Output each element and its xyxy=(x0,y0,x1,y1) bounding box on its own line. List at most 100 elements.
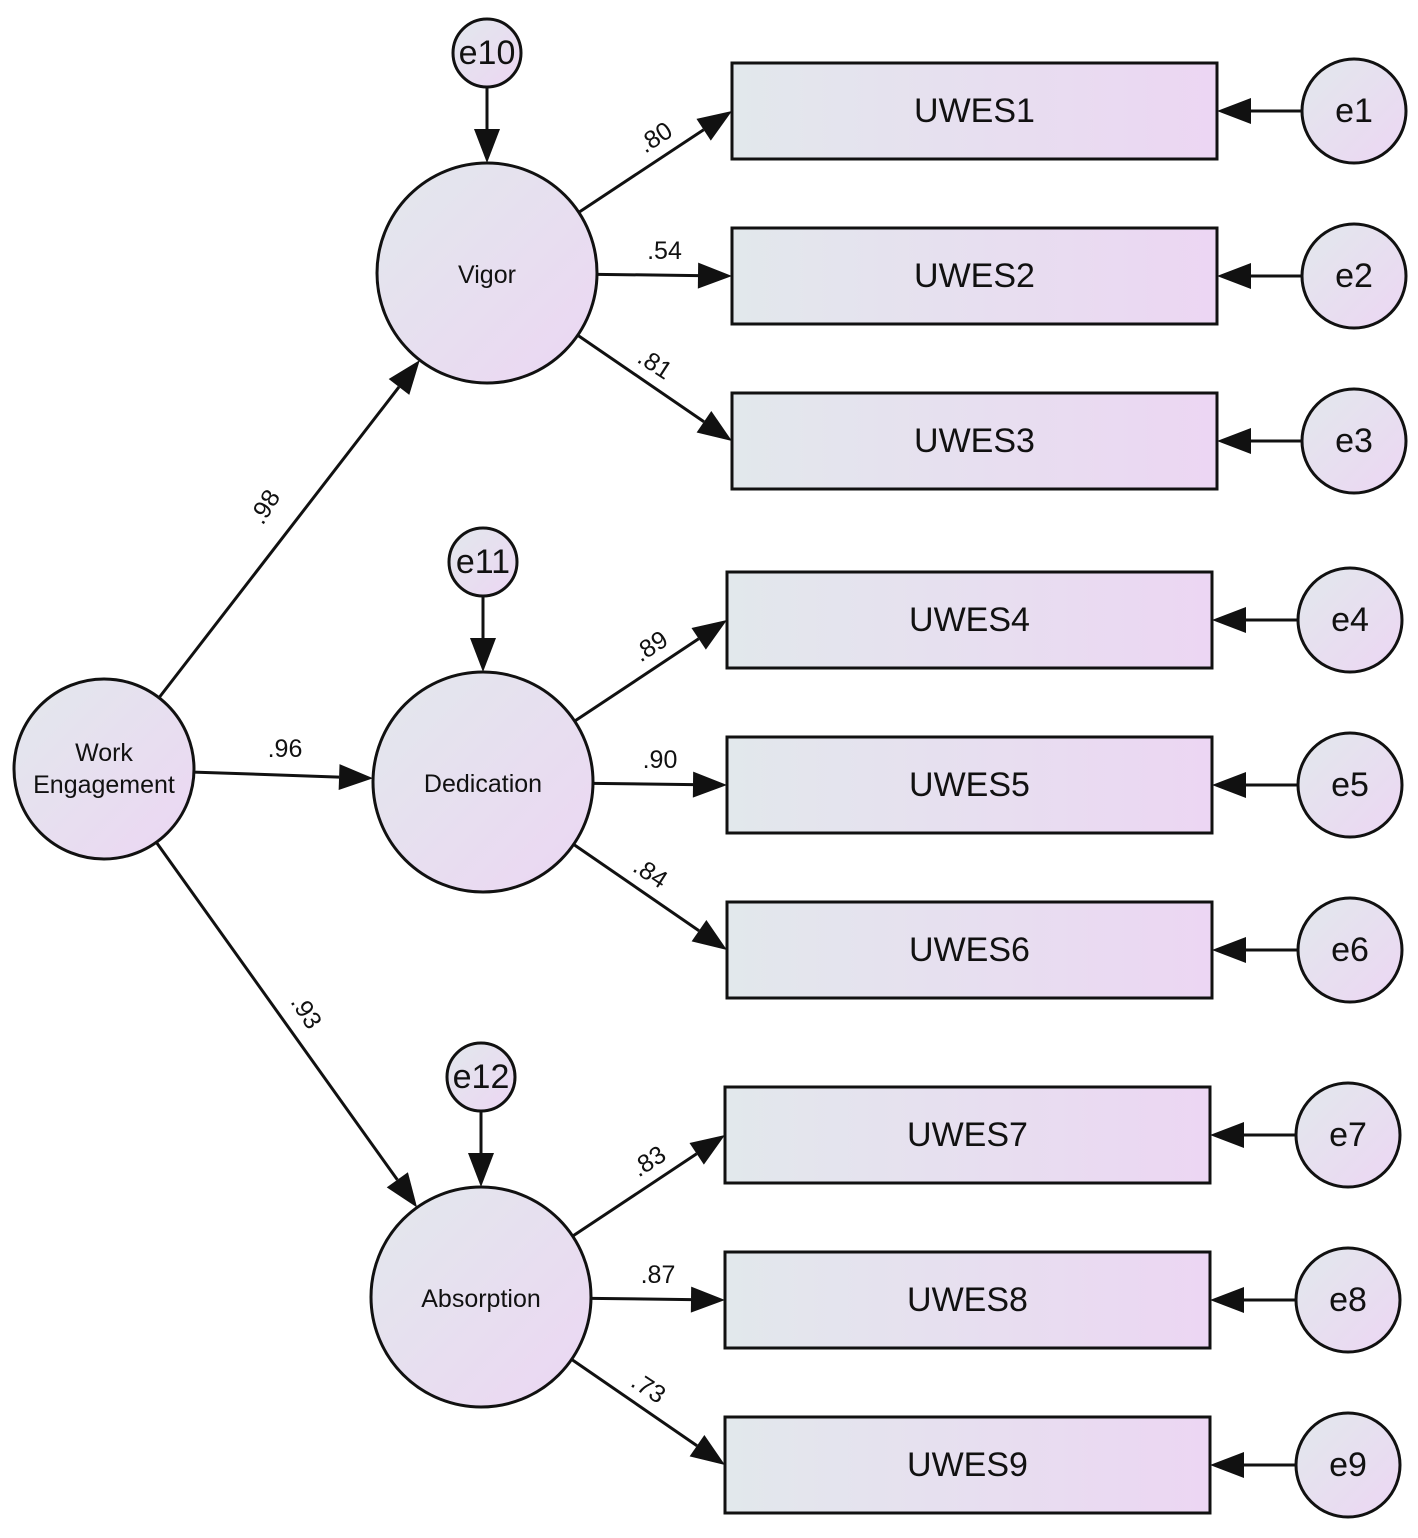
path-vigor-to-uwes1-head xyxy=(696,111,732,141)
loading-label-vigor: .98 xyxy=(244,485,286,529)
path-dedication-to-uwes4-head xyxy=(691,620,727,650)
indicator-label-uwes1: UWES1 xyxy=(914,92,1035,130)
factor-node-vigor: Vigor xyxy=(375,161,599,385)
error-circle-e2 xyxy=(1300,222,1408,330)
error-node-e2: e2 xyxy=(1300,222,1408,330)
error-label-e10: e10 xyxy=(459,34,516,72)
error-node-e9: e9 xyxy=(1294,1411,1402,1519)
error-node-e5: e5 xyxy=(1296,731,1404,839)
path-absorption-to-uwes9 xyxy=(570,1358,725,1465)
path-e9-to-uwes9 xyxy=(1210,1452,1297,1478)
path-e4-to-uwes4-head xyxy=(1212,607,1246,633)
path-layer xyxy=(155,87,1303,1478)
path-e11-to-dedication xyxy=(470,596,496,672)
factor-node-absorption: Absorption xyxy=(369,1185,593,1409)
error-label-e5: e5 xyxy=(1331,766,1369,804)
path-e1-to-uwes1-head xyxy=(1217,98,1251,124)
indicator-uwes8: UWES8 xyxy=(723,1250,1212,1350)
error-node-e4: e4 xyxy=(1296,566,1404,674)
error-label-e2: e2 xyxy=(1335,257,1373,295)
error-circle-e10 xyxy=(451,17,523,89)
error-circle-e11 xyxy=(447,526,519,598)
path-dedication-to-uwes5-head xyxy=(692,771,727,798)
path-e4-to-uwes4 xyxy=(1212,607,1299,633)
factor-label-vigor: Vigor xyxy=(458,261,516,289)
error-circle-e6 xyxy=(1296,896,1404,1004)
path-e10-to-vigor xyxy=(474,87,500,163)
loading-label-absorption: .93 xyxy=(285,990,327,1034)
indicator-box-uwes2 xyxy=(730,226,1219,326)
path-dedication-to-uwes4-line xyxy=(573,637,700,723)
path-e2-to-uwes2-head xyxy=(1217,263,1251,289)
indicator-label-uwes9: UWES9 xyxy=(907,1446,1028,1484)
error-label-e11: e11 xyxy=(456,543,510,581)
indicator-uwes6: UWES6 xyxy=(725,900,1214,1000)
error-label-e8: e8 xyxy=(1329,1281,1367,1319)
indicator-box-uwes1 xyxy=(730,61,1219,161)
path-work-engagement-to-absorption-head xyxy=(386,1172,418,1208)
path-e11-to-dedication-head xyxy=(470,638,496,672)
indicator-label-uwes3: UWES3 xyxy=(914,422,1035,460)
path-e5-to-uwes5-head xyxy=(1212,772,1246,798)
path-e9-to-uwes9-head xyxy=(1210,1452,1244,1478)
indicator-box-uwes4 xyxy=(725,570,1214,670)
path-dedication-to-uwes5 xyxy=(592,771,727,798)
loading-label-uwes5: .90 xyxy=(643,746,678,774)
error-circle-e4 xyxy=(1296,566,1404,674)
indicator-label-uwes6: UWES6 xyxy=(909,931,1030,969)
path-e10-to-vigor-head xyxy=(474,129,500,163)
path-work-engagement-to-dedication-line xyxy=(193,770,340,779)
work-engagement-label-line2: Engagement xyxy=(33,771,175,799)
path-vigor-to-uwes1 xyxy=(577,111,732,214)
indicator-box-uwes6 xyxy=(725,900,1214,1000)
error-label-e6: e6 xyxy=(1331,931,1369,969)
loading-label-uwes8: .87 xyxy=(641,1261,676,1289)
indicator-uwes9: UWES9 xyxy=(723,1415,1212,1515)
factor-circle-absorption xyxy=(369,1185,593,1409)
path-vigor-to-uwes2-head xyxy=(697,262,732,289)
indicator-label-uwes4: UWES4 xyxy=(909,601,1030,639)
path-absorption-to-uwes8 xyxy=(590,1286,725,1313)
indicator-box-uwes5 xyxy=(725,735,1214,835)
error-circle-e12 xyxy=(445,1041,517,1113)
path-work-engagement-to-vigor xyxy=(157,360,420,699)
error-circle-e5 xyxy=(1296,731,1404,839)
path-e3-to-uwes3-head xyxy=(1217,428,1251,454)
work-engagement-label-line1: Work xyxy=(75,739,133,767)
indicator-box-uwes8 xyxy=(723,1250,1212,1350)
factor-circle-dedication xyxy=(371,670,595,894)
path-absorption-to-uwes9-line xyxy=(570,1358,698,1447)
factor-label-absorption: Absorption xyxy=(421,1285,541,1313)
path-absorption-to-uwes9-head xyxy=(689,1435,725,1465)
path-e5-to-uwes5 xyxy=(1212,772,1299,798)
indicator-uwes7: UWES7 xyxy=(723,1085,1212,1185)
error-node-e8: e8 xyxy=(1294,1246,1402,1354)
loading-label-dedication: .96 xyxy=(268,735,303,763)
path-dedication-to-uwes6 xyxy=(572,843,727,950)
path-e12-to-absorption-head xyxy=(468,1153,494,1187)
indicator-box-uwes3 xyxy=(730,391,1219,491)
path-dedication-to-uwes6-head xyxy=(691,920,727,950)
path-absorption-to-uwes7 xyxy=(571,1135,725,1238)
factor-node-dedication: Dedication xyxy=(371,670,595,894)
path-e6-to-uwes6 xyxy=(1212,937,1299,963)
path-absorption-to-uwes8-line xyxy=(590,1296,692,1302)
path-vigor-to-uwes3-head xyxy=(696,411,732,441)
path-work-engagement-to-vigor-head xyxy=(388,360,420,395)
path-vigor-to-uwes2-line xyxy=(596,272,699,278)
work-engagement-circle xyxy=(12,677,196,861)
indicator-box-uwes9 xyxy=(723,1415,1212,1515)
path-dedication-to-uwes6-line xyxy=(572,843,700,932)
path-vigor-to-uwes2 xyxy=(596,262,732,289)
path-work-engagement-to-vigor-line xyxy=(157,386,401,699)
indicator-label-uwes2: UWES2 xyxy=(914,257,1035,295)
indicator-box-uwes7 xyxy=(723,1085,1212,1185)
error-circle-e8 xyxy=(1294,1246,1402,1354)
path-vigor-to-uwes3-line xyxy=(576,333,705,424)
indicator-uwes5: UWES5 xyxy=(725,735,1214,835)
path-work-engagement-to-dedication xyxy=(193,764,374,791)
path-work-engagement-to-absorption xyxy=(155,841,418,1208)
